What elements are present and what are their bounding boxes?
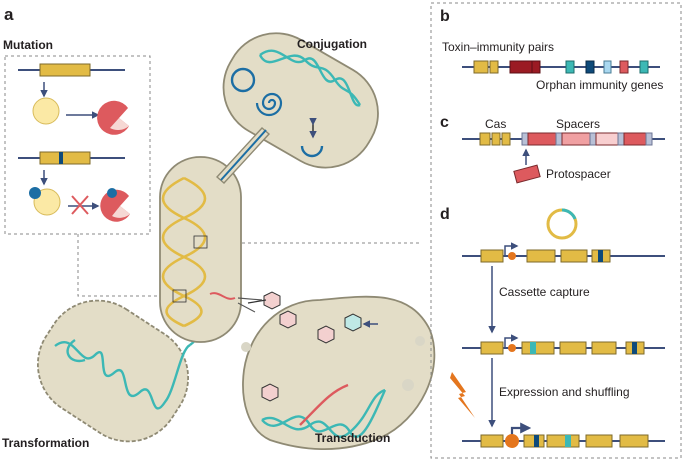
conjugation-label: Conjugation [297,37,367,51]
protein-mutated-icon [29,187,61,216]
mutation-label: Mutation [3,38,53,52]
transduction-cell [241,295,436,451]
protospacer-icon [513,164,541,184]
mutation-connector [77,234,175,297]
expression-shuffling-label: Expression and shuffling [499,385,630,399]
transformation-cell [36,299,191,443]
phage-icon-inside [261,383,279,402]
mutation-gene-mutated [18,151,125,165]
panel-c-label: c [440,114,449,131]
integron-row-3 [462,422,665,448]
spacers-label: Spacers [556,117,600,131]
transduction-label: Transduction [315,431,390,445]
mutation-gene-normal [18,63,125,77]
panels-bcd-frame [430,2,682,459]
phage-icon-teal [344,313,378,332]
mutation-box [4,55,151,235]
panel-b-gene-track [462,60,660,74]
integron-circle-icon [546,208,578,240]
conjugation-pilus [215,127,271,184]
crispr-array-track [462,132,665,146]
blocked-cross-icon [68,195,100,215]
transformation-label: Transformation [2,436,89,450]
pacman-red-icon [97,100,129,135]
pacman-red-blocked-icon [100,188,130,222]
central-cell [159,156,242,343]
phage-icon-3 [317,325,335,344]
phage-icon-2 [279,310,297,329]
lightning-bolt-icon [450,372,475,418]
protein-normal-icon [32,97,60,125]
cas-label: Cas [485,117,506,131]
orphan-immunity-genes-label: Orphan immunity genes [536,78,663,92]
phage-attached-icon [209,292,263,313]
panel-d-label: d [440,206,450,223]
phage-icon-1 [247,291,281,310]
panel-b-label: b [440,8,450,25]
panel-a-label: a [4,5,14,24]
integron-row-1 [462,242,665,263]
protospacer-label: Protospacer [546,167,611,181]
cassette-capture-label: Cassette capture [499,285,590,299]
toxin-immunity-pairs-label: Toxin–immunity pairs [442,40,554,54]
integron-row-2 [462,334,665,355]
